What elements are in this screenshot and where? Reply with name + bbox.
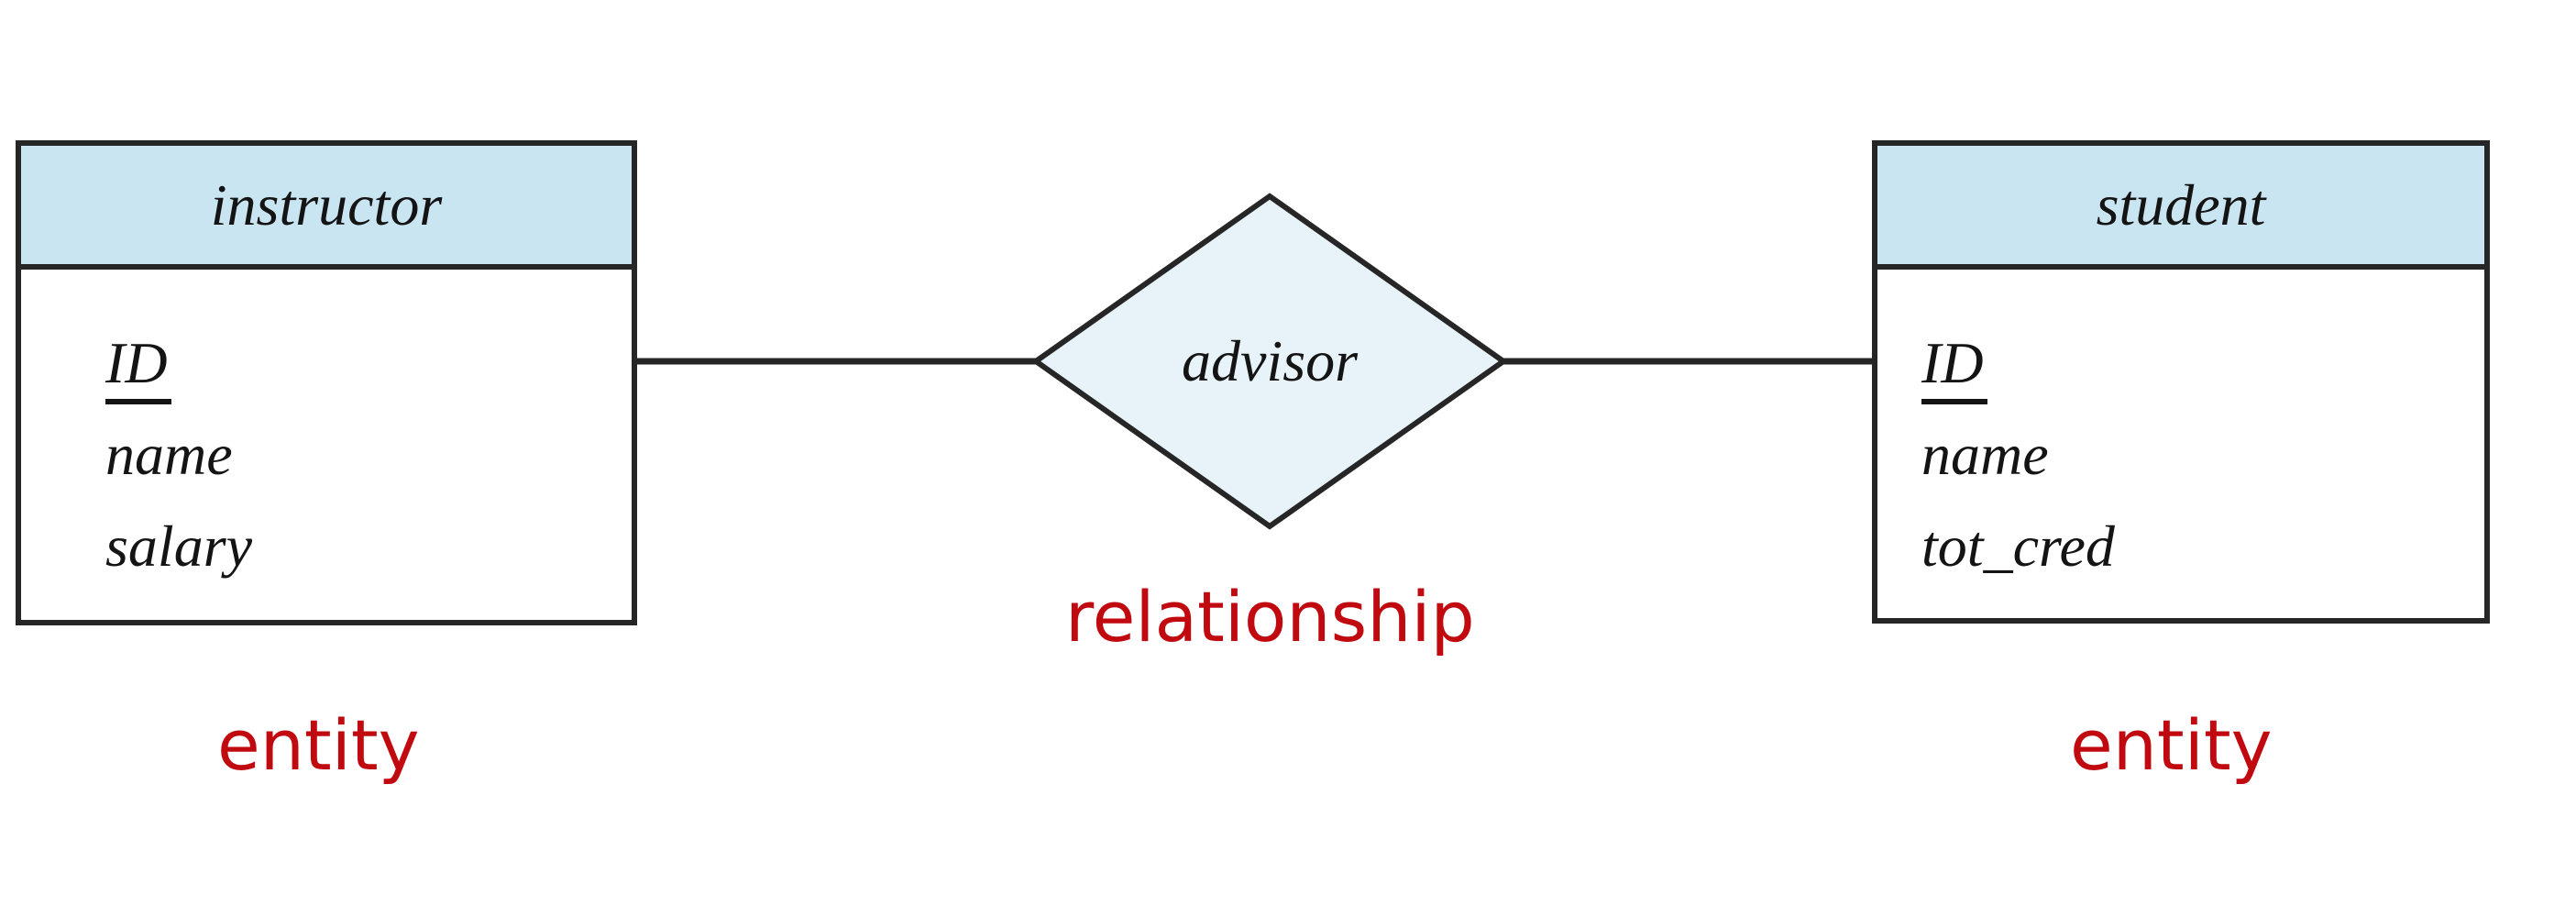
attribute-salary: salary (105, 514, 252, 579)
annotation-entity-student: entity (2070, 704, 2273, 786)
entity-title-student: student (1877, 146, 2484, 270)
attribute-name: name (105, 422, 233, 487)
entity-attributes-instructor: ID name salary (21, 270, 632, 592)
relationship-diamond (1030, 193, 1509, 530)
attribute-name: name (1921, 422, 2049, 487)
relationship-name: advisor (1182, 328, 1358, 393)
entity-attributes-student: ID name tot_cred (1877, 270, 2484, 592)
attribute-row: salary (105, 501, 632, 592)
attribute-row: name (1921, 409, 2484, 501)
attribute-id: ID (1921, 329, 1987, 404)
attribute-tot-cred: tot_cred (1921, 514, 2115, 579)
attribute-row-primary-key: ID (1921, 317, 2484, 409)
attribute-row: tot_cred (1921, 501, 2484, 592)
attribute-id: ID (105, 329, 171, 404)
attribute-row: name (105, 409, 632, 501)
entity-box-instructor: instructor ID name salary (16, 140, 637, 625)
entity-title-instructor: instructor (21, 146, 632, 270)
attribute-row-primary-key: ID (105, 317, 632, 409)
entity-box-student: student ID name tot_cred (1872, 140, 2490, 624)
annotation-entity-instructor: entity (217, 704, 420, 786)
annotation-relationship: relationship (1065, 576, 1475, 657)
